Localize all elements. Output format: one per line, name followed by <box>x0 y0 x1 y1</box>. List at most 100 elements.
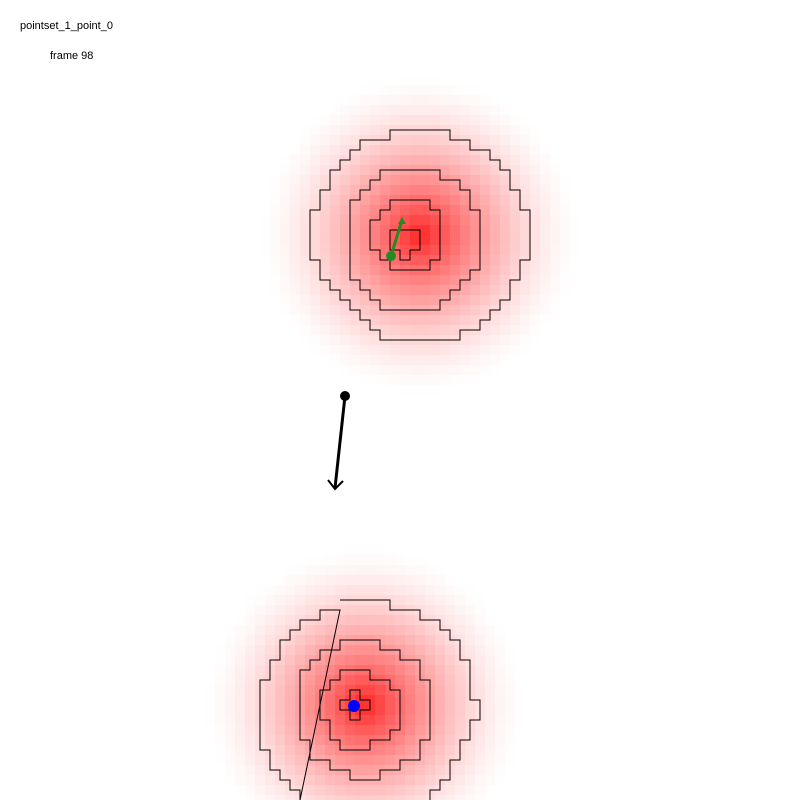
heat-cell <box>340 335 350 345</box>
heat-cell <box>340 235 350 245</box>
heat-cell <box>415 725 425 735</box>
heat-cell <box>380 265 390 275</box>
heat-cell <box>355 675 365 685</box>
heat-cell <box>405 585 415 595</box>
heat-cell <box>355 785 365 795</box>
heat-cell <box>365 755 375 765</box>
heat-cell <box>460 285 470 295</box>
heat-cell <box>350 135 360 145</box>
heat-cell <box>380 95 390 105</box>
heat-cell <box>370 225 380 235</box>
heat-cell <box>385 615 395 625</box>
heat-cell <box>385 775 395 785</box>
heat-cell <box>460 115 470 125</box>
heat-cell <box>280 195 290 205</box>
heat-cell <box>530 255 540 265</box>
heat-cell <box>380 195 390 205</box>
heat-cell <box>485 635 495 645</box>
heat-cell <box>290 265 300 275</box>
heat-cell <box>435 595 445 605</box>
heat-cell <box>490 185 500 195</box>
heat-cell <box>450 195 460 205</box>
heat-cell <box>310 195 320 205</box>
heat-cell <box>365 785 375 795</box>
heat-cell <box>480 125 490 135</box>
heat-cell <box>370 265 380 275</box>
heat-cell <box>465 635 475 645</box>
heat-cell <box>460 215 470 225</box>
heat-cell <box>205 725 215 735</box>
heat-cell <box>405 715 415 725</box>
heat-cell <box>490 205 500 215</box>
heat-cell <box>505 655 515 665</box>
heat-cell <box>560 295 570 305</box>
heat-cell <box>315 565 325 575</box>
heat-cell <box>205 715 215 725</box>
heat-cell <box>455 725 465 735</box>
heat-cell <box>395 545 405 555</box>
heat-cell <box>360 375 370 385</box>
heat-cell <box>345 655 355 665</box>
heat-cell <box>485 745 495 755</box>
heat-cell <box>430 315 440 325</box>
heat-cell <box>430 385 440 395</box>
heat-cell <box>405 785 415 795</box>
heat-cell <box>350 165 360 175</box>
heat-cell <box>335 755 345 765</box>
heat-cell <box>325 785 335 795</box>
heat-cell <box>505 665 515 675</box>
heat-cell <box>570 235 580 245</box>
heat-cell <box>355 725 365 735</box>
heat-cell <box>390 185 400 195</box>
heat-cell <box>475 605 485 615</box>
heat-cell <box>295 585 305 595</box>
heat-cell <box>205 685 215 695</box>
heat-cell <box>455 595 465 605</box>
heat-cell <box>285 665 295 675</box>
heat-cell <box>245 675 255 685</box>
heat-cell <box>435 705 445 715</box>
heat-cell <box>470 125 480 135</box>
heat-cell <box>385 655 395 665</box>
tracked-trail-head <box>398 217 406 224</box>
heat-cell <box>475 765 485 775</box>
heat-cell <box>395 635 405 645</box>
heat-cell <box>335 625 345 635</box>
heat-cell <box>515 675 525 685</box>
heat-cell <box>430 195 440 205</box>
heat-cell <box>540 245 550 255</box>
heat-cell <box>520 225 530 235</box>
heat-cell <box>415 565 425 575</box>
heat-cell <box>335 565 345 575</box>
heat-cell <box>395 625 405 635</box>
heat-cell <box>255 655 265 665</box>
heat-cell <box>295 765 305 775</box>
heat-cell <box>445 575 455 585</box>
heat-cell <box>360 145 370 155</box>
heat-cell <box>470 335 480 345</box>
heat-cell <box>480 335 490 345</box>
heat-cell <box>215 655 225 665</box>
heat-cell <box>285 795 295 800</box>
heat-cell <box>530 285 540 295</box>
heat-cell <box>505 685 515 695</box>
heat-cell <box>480 105 490 115</box>
heat-cell <box>365 555 375 565</box>
heat-cell <box>470 105 480 115</box>
heat-cell <box>510 115 520 125</box>
heat-cell <box>255 635 265 645</box>
heat-cell <box>540 235 550 245</box>
heat-cell <box>290 245 300 255</box>
heat-cell <box>305 555 315 565</box>
heat-cell <box>390 295 400 305</box>
heat-cell <box>370 95 380 105</box>
heat-cell <box>340 125 350 135</box>
heat-cell <box>470 345 480 355</box>
heat-cell <box>445 595 455 605</box>
heat-cell <box>380 245 390 255</box>
heat-cell <box>300 255 310 265</box>
heat-cell <box>465 795 475 800</box>
heat-cell <box>445 675 455 685</box>
heat-cell <box>290 305 300 315</box>
heat-cell <box>280 155 290 165</box>
